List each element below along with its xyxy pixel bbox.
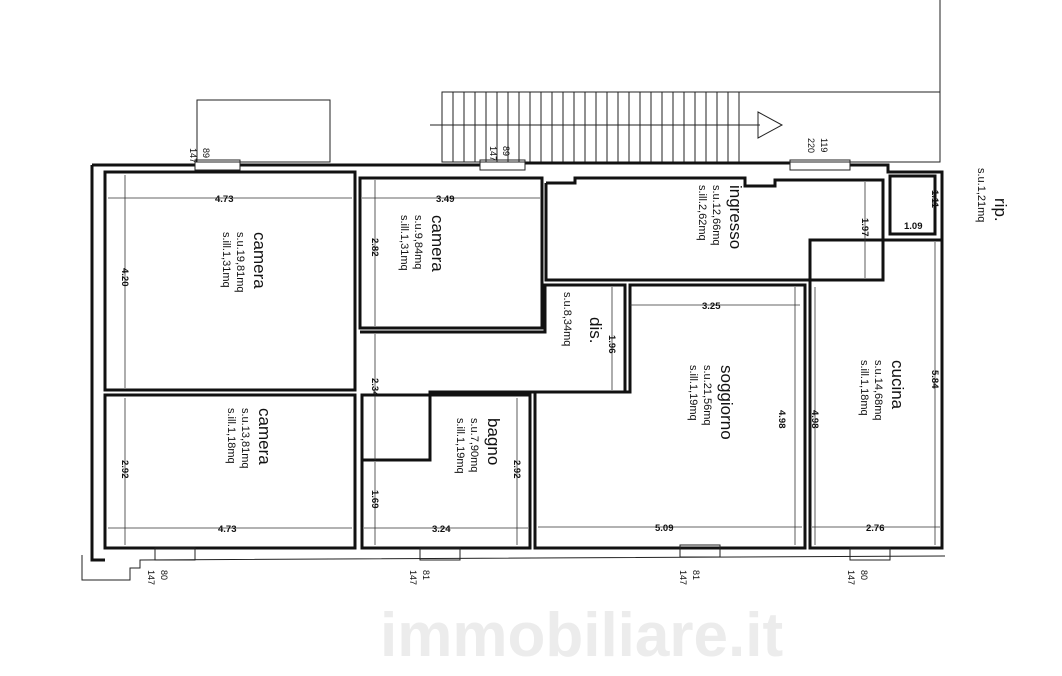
room-ingresso: ingresso s.u.12,66mq s.ill.2,62mq bbox=[696, 185, 745, 249]
room-name: bagno bbox=[484, 418, 503, 465]
window-label: 147 bbox=[188, 148, 198, 163]
dimension-label: 5.84 bbox=[929, 370, 940, 389]
window-label: 80 bbox=[159, 570, 169, 580]
dimension-label: 1.96 bbox=[606, 335, 617, 354]
staircase bbox=[430, 0, 941, 163]
room-illuminating-area: s.ill.1,19mq bbox=[454, 418, 466, 474]
dimension-label: 2.92 bbox=[511, 460, 522, 479]
window-label: 147 bbox=[488, 146, 498, 161]
dimension-label: 1.11 bbox=[929, 190, 940, 209]
room-area: s.u.13,81mq bbox=[239, 408, 251, 469]
room-disimpegno: dis. s.u.8,34mq bbox=[561, 292, 605, 346]
room-cucina: cucina s.u.14,68mq s.ill.1,18mq bbox=[858, 360, 907, 421]
dimension-label: 4.98 bbox=[809, 410, 820, 429]
room-bagno: bagno s.u.7,90mq s.ill.1,19mq bbox=[454, 418, 503, 474]
room-illuminating-area: s.ill.1,18mq bbox=[225, 408, 237, 464]
dimension-label: 2.76 bbox=[866, 523, 885, 534]
room-name: soggiorno bbox=[717, 365, 736, 440]
window-label: 147 bbox=[846, 570, 856, 585]
dimension-label: 4.73 bbox=[215, 194, 234, 205]
room-name: camera bbox=[250, 232, 269, 289]
room-camera-2: camera s.u.9,84mq s.ill.1,31mq bbox=[398, 215, 447, 272]
room-ripostiglio: rip. s.u.1,21mq bbox=[975, 168, 1010, 222]
watermark: immobiliare.it bbox=[380, 601, 783, 670]
dimension-label: 5.09 bbox=[655, 523, 674, 534]
dimension-label: 1.69 bbox=[369, 490, 380, 509]
dimension-label: 3.24 bbox=[432, 524, 451, 535]
room-area: s.u.9,84mq bbox=[412, 215, 424, 269]
room-area: s.u.19,81mq bbox=[234, 232, 246, 293]
room-area: s.u.12,66mq bbox=[710, 185, 722, 246]
room-name: dis. bbox=[586, 317, 605, 343]
dimension-label: 2.92 bbox=[119, 460, 130, 479]
window-label: 147 bbox=[408, 570, 418, 585]
dimension-label: 2.82 bbox=[369, 238, 380, 257]
window-label: 81 bbox=[421, 570, 431, 580]
balcony bbox=[196, 99, 331, 163]
dimension-label: 1.09 bbox=[904, 221, 923, 232]
dimension-label: 2.34 bbox=[369, 378, 380, 397]
room-name: rip. bbox=[991, 198, 1010, 222]
room-name: cucina bbox=[888, 360, 907, 410]
window-label: 89 bbox=[501, 146, 511, 156]
window-label: 89 bbox=[201, 148, 211, 158]
dimension-label: 4.20 bbox=[119, 268, 130, 287]
room-illuminating-area: s.ill.1,31mq bbox=[398, 215, 410, 271]
room-name: camera bbox=[428, 215, 447, 272]
room-illuminating-area: s.ill.1,18mq bbox=[858, 360, 870, 416]
window-label: 80 bbox=[859, 570, 869, 580]
room-soggiorno: soggiorno s.u.21,56mq s.ill.1,19mq bbox=[687, 365, 736, 440]
room-name: camera bbox=[255, 408, 274, 465]
room-area: s.u.14,68mq bbox=[872, 360, 884, 421]
room-name: ingresso bbox=[726, 185, 745, 249]
window-label: 220 bbox=[806, 138, 816, 153]
room-area: s.u.21,56mq bbox=[701, 365, 713, 426]
room-illuminating-area: s.ill.1,31mq bbox=[220, 232, 232, 288]
room-area: s.u.7,90mq bbox=[468, 418, 480, 472]
walls bbox=[81, 161, 946, 581]
dimension-label: 3.25 bbox=[702, 301, 721, 312]
window-markers bbox=[154, 159, 891, 561]
window-label: 119 bbox=[819, 138, 829, 152]
dimension-label: 1.97 bbox=[859, 218, 870, 237]
dimension-label: 3.49 bbox=[436, 194, 455, 205]
room-area: s.u.8,34mq bbox=[561, 292, 573, 346]
dimension-label: 4.98 bbox=[776, 410, 787, 429]
stair-arrow-icon bbox=[757, 111, 784, 139]
room-illuminating-area: s.ill.1,19mq bbox=[687, 365, 699, 421]
room-camera-3: camera s.u.13,81mq s.ill.1,18mq bbox=[225, 408, 274, 469]
room-area: s.u.1,21mq bbox=[975, 168, 987, 222]
window-label: 147 bbox=[678, 570, 688, 585]
window-label: 81 bbox=[691, 570, 701, 580]
room-camera-1: camera s.u.19,81mq s.ill.1,31mq bbox=[220, 232, 269, 293]
window-label: 147 bbox=[146, 570, 156, 585]
room-illuminating-area: s.ill.2,62mq bbox=[696, 185, 708, 241]
dimension-label: 4.73 bbox=[218, 524, 237, 535]
